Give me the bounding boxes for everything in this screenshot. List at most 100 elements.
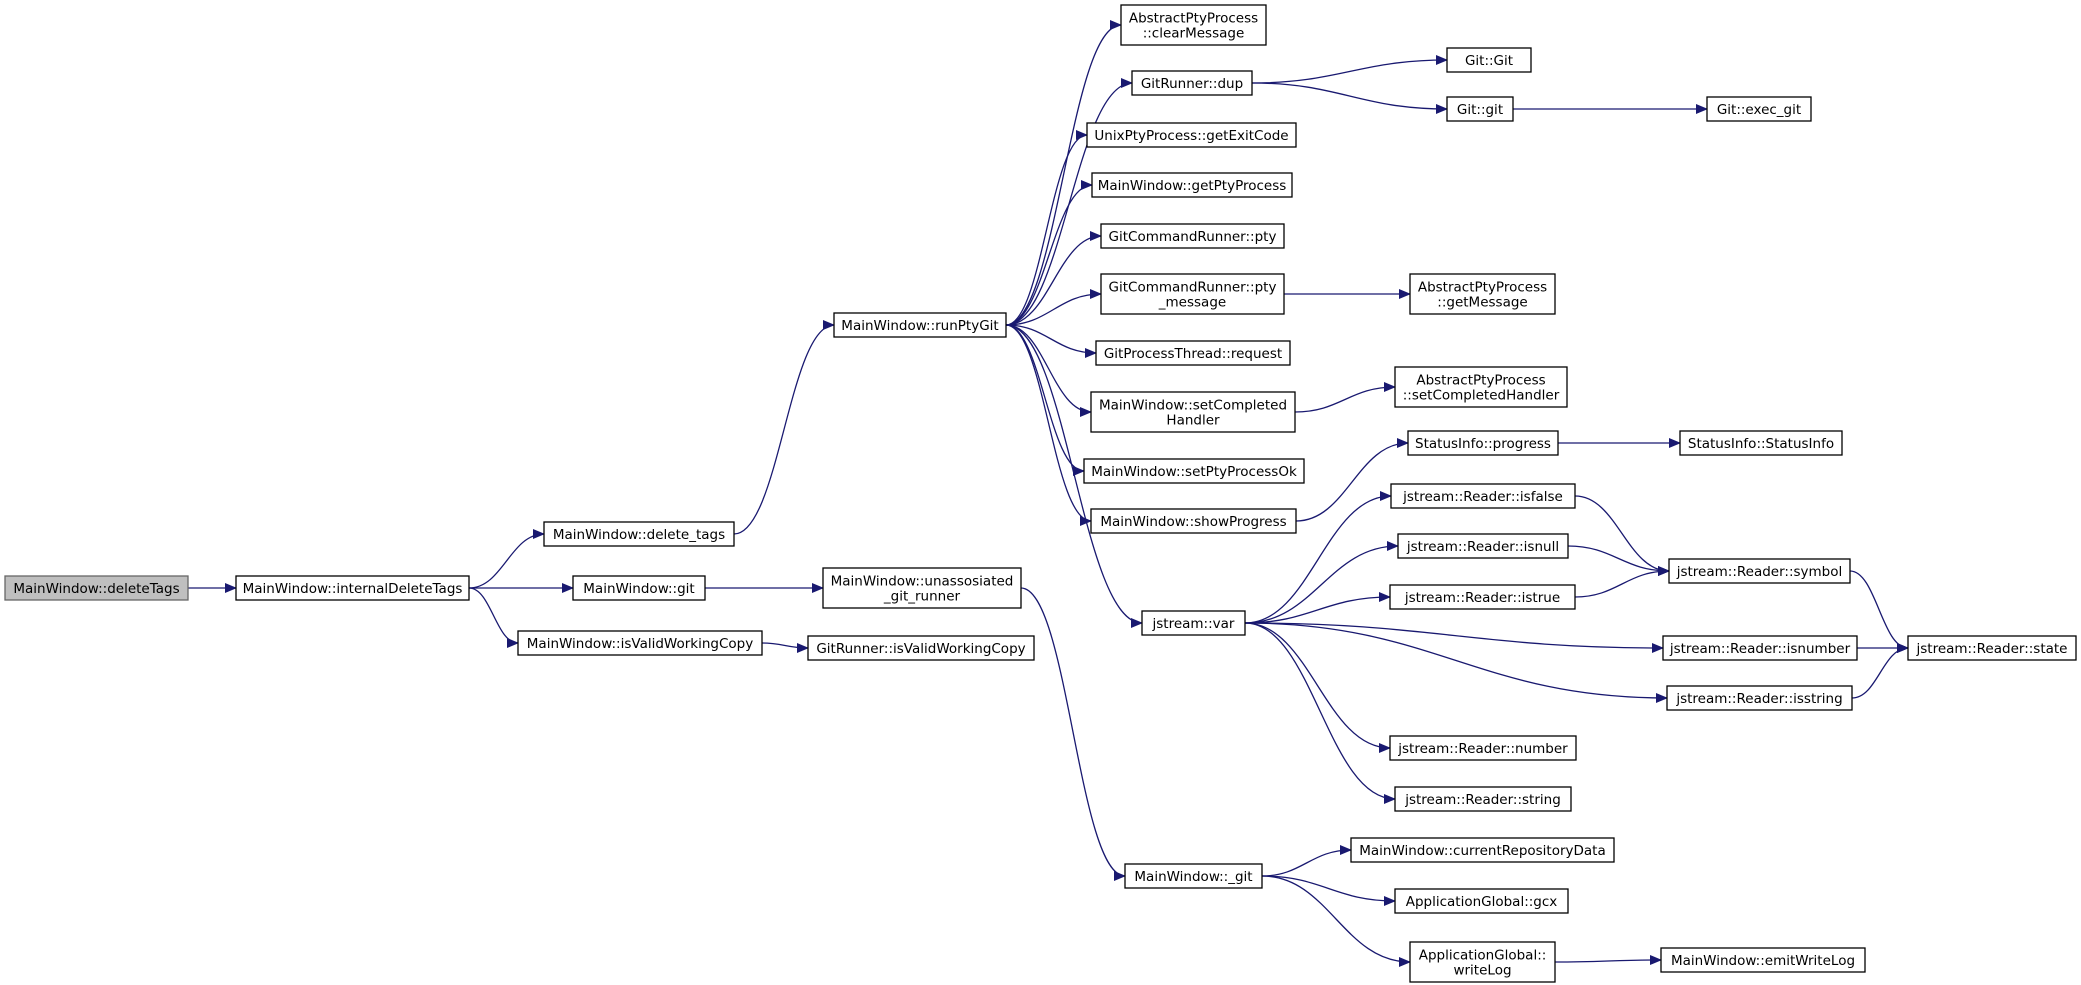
node-isValidWorkingCopy[interactable]: MainWindow::isValidWorkingCopy bbox=[517, 630, 763, 656]
node-label: MainWindow::git bbox=[583, 581, 694, 597]
node-box[interactable] bbox=[1131, 70, 1253, 96]
node-label: UnixPtyProcess::getExitCode bbox=[1094, 128, 1288, 144]
node-box[interactable] bbox=[1662, 635, 1858, 661]
node-showProgress[interactable]: MainWindow::showProgress bbox=[1090, 508, 1297, 534]
node-isfalse[interactable]: jstream::Reader::isfalse bbox=[1390, 483, 1576, 509]
node-GitGit[interactable]: Git::Git bbox=[1446, 47, 1532, 73]
edge-setCompletedHandler-to-setCompletedHandler2 bbox=[1294, 382, 1396, 413]
node-unassosiated[interactable]: MainWindow::unassosiated_git_runner bbox=[822, 567, 1022, 609]
node-delete_tags[interactable]: MainWindow::delete_tags bbox=[543, 521, 735, 547]
node-box[interactable] bbox=[1679, 430, 1843, 456]
node-box[interactable] bbox=[1446, 96, 1514, 122]
node-box[interactable] bbox=[1389, 584, 1576, 610]
node-box[interactable] bbox=[1100, 273, 1285, 315]
node-gcx[interactable]: ApplicationGlobal::gcx bbox=[1394, 888, 1569, 914]
node-box[interactable] bbox=[1086, 122, 1297, 148]
node-request[interactable]: GitProcessThread::request bbox=[1095, 340, 1291, 366]
node-state[interactable]: jstream::Reader::state bbox=[1907, 635, 2077, 661]
node-box[interactable] bbox=[1668, 558, 1851, 584]
node-setCompletedHandler2[interactable]: AbstractPtyProcess::setCompletedHandler bbox=[1394, 366, 1568, 408]
node-getMessage[interactable]: AbstractPtyProcess::getMessage bbox=[1409, 273, 1556, 315]
node-currentRepositoryData[interactable]: MainWindow::currentRepositoryData bbox=[1350, 837, 1615, 863]
node-box[interactable] bbox=[833, 312, 1007, 338]
node-_git[interactable]: MainWindow::_git bbox=[1124, 863, 1263, 889]
node-label: jstream::Reader::istrue bbox=[1404, 590, 1560, 606]
edge-var-to-isfalse bbox=[1244, 491, 1392, 624]
edge-runPtyGit-to-setPtyProcessOk bbox=[1005, 324, 1085, 476]
node-box[interactable] bbox=[1660, 947, 1866, 973]
node-label: MainWindow::deleteTags bbox=[13, 581, 179, 597]
node-getPtyProcess[interactable]: MainWindow::getPtyProcess bbox=[1091, 172, 1293, 198]
node-box[interactable] bbox=[235, 575, 470, 601]
node-box[interactable] bbox=[1090, 508, 1297, 534]
node-internalDeleteTags[interactable]: MainWindow::internalDeleteTags bbox=[235, 575, 470, 601]
node-dup[interactable]: GitRunner::dup bbox=[1131, 70, 1253, 96]
node-box[interactable] bbox=[1397, 533, 1569, 559]
node-box[interactable] bbox=[1390, 483, 1576, 509]
node-isnumber[interactable]: jstream::Reader::isnumber bbox=[1662, 635, 1858, 661]
node-box[interactable] bbox=[1907, 635, 2077, 661]
node-var[interactable]: jstream::var bbox=[1141, 610, 1246, 636]
node-gr_isValid[interactable]: GitRunner::isValidWorkingCopy bbox=[807, 635, 1035, 661]
node-box[interactable] bbox=[1124, 863, 1263, 889]
node-box[interactable] bbox=[1407, 430, 1559, 456]
node-box[interactable] bbox=[1350, 837, 1615, 863]
node-pty_message[interactable]: GitCommandRunner::pty_message bbox=[1100, 273, 1285, 315]
node-box[interactable] bbox=[1394, 786, 1572, 812]
node-writeLog[interactable]: ApplicationGlobal::writeLog bbox=[1409, 941, 1556, 983]
node-git[interactable]: MainWindow::git bbox=[572, 575, 706, 601]
node-isstring[interactable]: jstream::Reader::isstring bbox=[1666, 685, 1853, 711]
node-box[interactable] bbox=[543, 521, 735, 547]
node-symbol[interactable]: jstream::Reader::symbol bbox=[1668, 558, 1851, 584]
node-box[interactable] bbox=[822, 567, 1022, 609]
edge-var-to-istrue bbox=[1244, 592, 1391, 624]
node-StatusInfo[interactable]: StatusInfo::StatusInfo bbox=[1679, 430, 1843, 456]
node-exec_git[interactable]: Git::exec_git bbox=[1706, 96, 1812, 122]
edge-isstring-to-state bbox=[1851, 643, 1909, 699]
node-getExitCode[interactable]: UnixPtyProcess::getExitCode bbox=[1086, 122, 1297, 148]
edge-symbol-to-state bbox=[1849, 570, 1909, 653]
node-box[interactable] bbox=[1394, 366, 1568, 408]
node-box[interactable] bbox=[1446, 47, 1532, 73]
node-box[interactable] bbox=[1706, 96, 1812, 122]
node-istrue[interactable]: jstream::Reader::istrue bbox=[1389, 584, 1576, 610]
node-box[interactable] bbox=[1083, 458, 1305, 484]
node-box[interactable] bbox=[807, 635, 1035, 661]
node-runPtyGit[interactable]: MainWindow::runPtyGit bbox=[833, 312, 1007, 338]
node-box[interactable] bbox=[1394, 888, 1569, 914]
node-pty[interactable]: GitCommandRunner::pty bbox=[1100, 223, 1285, 249]
node-box[interactable] bbox=[4, 575, 189, 601]
node-label: ::clearMessage bbox=[1143, 26, 1245, 42]
node-deleteTags[interactable]: MainWindow::deleteTags bbox=[4, 575, 189, 601]
node-isnull[interactable]: jstream::Reader::isnull bbox=[1397, 533, 1569, 559]
node-box[interactable] bbox=[1389, 735, 1577, 761]
node-box[interactable] bbox=[572, 575, 706, 601]
node-box[interactable] bbox=[1120, 4, 1267, 46]
node-label: MainWindow::setCompleted bbox=[1099, 398, 1287, 414]
node-box[interactable] bbox=[1090, 391, 1296, 433]
node-label: jstream::Reader::isfalse bbox=[1402, 489, 1563, 505]
node-label: MainWindow::emitWriteLog bbox=[1671, 953, 1855, 969]
node-box[interactable] bbox=[1091, 172, 1293, 198]
node-label: _git_runner bbox=[883, 589, 961, 605]
node-Gitgit[interactable]: Git::git bbox=[1446, 96, 1514, 122]
node-number[interactable]: jstream::Reader::number bbox=[1389, 735, 1577, 761]
node-label: MainWindow::delete_tags bbox=[553, 527, 725, 543]
edge-_git-to-currentRepositoryData bbox=[1261, 845, 1352, 877]
node-progress[interactable]: StatusInfo::progress bbox=[1407, 430, 1559, 456]
node-box[interactable] bbox=[1100, 223, 1285, 249]
node-box[interactable] bbox=[1409, 941, 1556, 983]
edge-showProgress-to-progress bbox=[1295, 438, 1409, 522]
node-clearMessage[interactable]: AbstractPtyProcess::clearMessage bbox=[1120, 4, 1267, 46]
node-box[interactable] bbox=[1409, 273, 1556, 315]
node-box[interactable] bbox=[1095, 340, 1291, 366]
node-emitWriteLog[interactable]: MainWindow::emitWriteLog bbox=[1660, 947, 1866, 973]
node-box[interactable] bbox=[1666, 685, 1853, 711]
node-setPtyProcessOk[interactable]: MainWindow::setPtyProcessOk bbox=[1083, 458, 1305, 484]
node-setCompletedHandler[interactable]: MainWindow::setCompletedHandler bbox=[1090, 391, 1296, 433]
edge-isfalse-to-symbol bbox=[1574, 495, 1670, 576]
edge-dup-to-GitGit bbox=[1251, 55, 1448, 84]
node-box[interactable] bbox=[517, 630, 763, 656]
node-string[interactable]: jstream::Reader::string bbox=[1394, 786, 1572, 812]
node-box[interactable] bbox=[1141, 610, 1246, 636]
